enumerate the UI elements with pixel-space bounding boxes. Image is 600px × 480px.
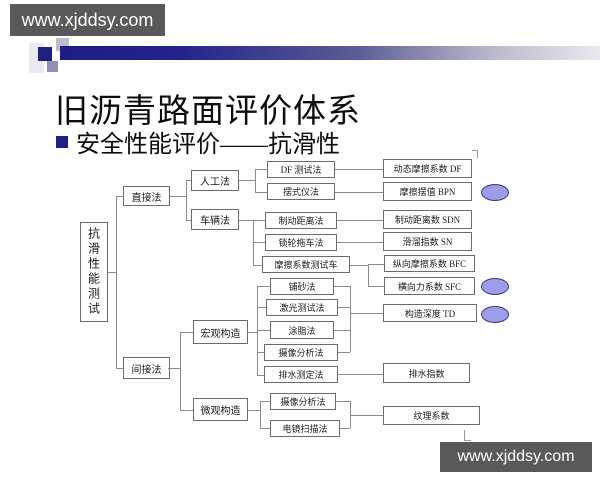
connector-line [116,196,123,197]
node-grease-method: 涂脂法 [270,321,334,339]
connector-line [338,307,350,308]
node-indicator-df: 动态摩擦系数 DF [383,159,472,178]
node-manual-method: 人工法 [191,170,239,191]
connector-line [337,220,383,221]
connector-line [350,265,368,266]
connector-line [239,220,253,221]
node-indicator-sfc: 横向力系数 SFC [384,277,475,295]
connector-line [260,401,261,428]
connector-line [186,180,191,181]
node-indicator-drainage: 排水指数 [383,363,470,383]
connector-line [257,352,264,353]
node-indicator-sdn: 制动距离数 SDN [383,210,472,229]
site-watermark-top[interactable]: www.xjddsy.com [10,4,165,36]
node-direct-method: 直接法 [123,186,170,206]
node-macro-texture: 宏观构造 [193,320,248,344]
connector-line [170,196,186,197]
node-vehicle-method: 车辆法 [191,209,239,230]
bullet-square-icon [56,135,68,148]
node-indicator-td: 构造深度 TD [383,304,477,322]
connector-line [260,428,270,429]
node-laser-test-method: 激光测试法 [266,299,338,316]
connector-line [368,264,384,265]
connector-line [334,330,350,331]
connector-line [239,180,255,181]
connector-line [335,192,383,193]
node-friction-test-vehicle: 摩擦系数测试车 [262,256,350,273]
node-locked-wheel-trailer-method: 锁轮拖车法 [265,234,337,251]
node-indicator-texture: 纹理系数 [383,406,480,425]
site-url-text: www.xjddsy.com [21,9,154,30]
connector-line [186,220,191,221]
connector-line [368,264,369,286]
object-handle-mark [464,430,465,441]
connector-line [257,286,270,287]
connector-line [334,286,350,287]
connector-line [168,368,180,369]
node-braking-distance-method: 制动距离法 [265,212,337,229]
slide-title: 旧沥青路面评价体系 [55,94,361,130]
connector-line [116,196,117,368]
connector-line [253,265,262,266]
connector-line [180,332,193,333]
node-micro-texture: 微观构造 [193,398,248,421]
object-handle-mark [464,440,471,441]
connector-line [255,169,256,192]
node-sand-patch-method: 铺砂法 [270,278,334,295]
subtitle-row: 安全性能评价——抗滑性 [56,124,340,159]
connector-line [338,352,350,353]
object-handle-mark [477,150,478,158]
connector-line [253,220,265,221]
connector-line [337,242,383,243]
connector-line [338,374,383,375]
connector-line [255,169,267,170]
node-drainage-test-method: 排水测定法 [264,366,338,383]
connector-line [248,410,260,411]
node-indicator-sn: 滑溜指数 SN [383,232,472,251]
node-indirect-method: 间接法 [123,357,170,379]
node-df-test-method: DF 测试法 [267,161,335,178]
decor-square-mid [47,61,58,72]
connector-line [253,242,265,243]
node-indicator-bpn: 摩擦摆值 BPN [383,182,472,201]
highlight-ellipse-sfc [481,278,509,295]
connector-line [180,332,181,410]
node-sem-scan-method: 电镜扫描法 [270,420,340,437]
header-gradient-rule [60,46,600,60]
highlight-ellipse-td [481,306,509,323]
connector-line [180,410,193,411]
connector-line [186,180,187,220]
connector-line [350,401,351,428]
connector-line [257,330,270,331]
connector-line [350,286,351,352]
connector-line [350,415,383,416]
node-root-antiskid-test: 抗滑性能测试 [80,222,108,322]
connector-line [260,401,270,402]
decor-square-navy [38,47,52,61]
node-photo-analysis-micro: 摄像分析法 [270,393,336,410]
connector-line [116,368,123,369]
node-indicator-bfc: 纵向摩擦系数 BFC [384,255,475,272]
connector-line [368,286,384,287]
slide-subtitle: 安全性能评价——抗滑性 [76,132,340,158]
site-watermark-bottom[interactable]: www.xjddsy.com [440,442,592,472]
highlight-ellipse-bpn [481,184,509,201]
site-url-text: www.xjddsy.com [457,448,575,465]
connector-line [350,313,383,314]
connector-line [335,169,383,170]
connector-line [336,401,350,402]
connector-line [248,332,257,333]
object-handle-mark [472,150,478,151]
node-photo-analysis-macro: 摄像分析法 [264,344,338,361]
connector-line [257,307,266,308]
connector-line [257,375,264,376]
connector-line [255,192,267,193]
node-pendulum-method: 摆式仪法 [267,183,335,200]
connector-line [108,272,116,273]
connector-line [340,428,350,429]
